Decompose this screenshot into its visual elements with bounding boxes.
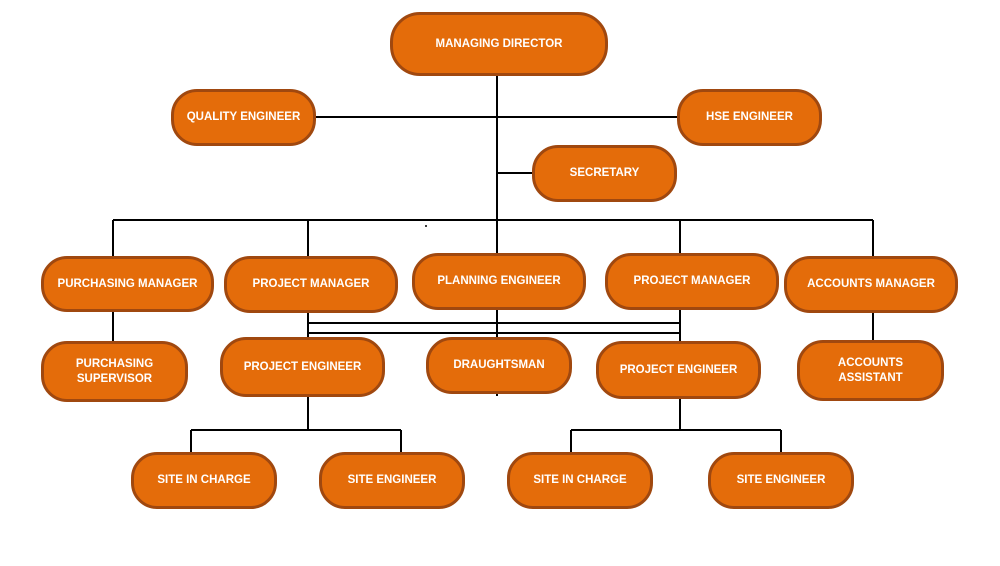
node-label: ACCOUNTS ASSISTANT <box>837 356 904 384</box>
node-accounts-manager: ACCOUNTS MANAGER <box>784 256 958 313</box>
node-project-manager-1: PROJECT MANAGER <box>224 256 398 313</box>
node-managing-director: MANAGING DIRECTOR <box>390 12 608 76</box>
node-quality-engineer: QUALITY ENGINEER <box>171 89 316 146</box>
node-label: DRAUGHTSMAN <box>453 359 545 371</box>
node-site-engineer-2: SITE ENGINEER <box>708 452 854 509</box>
node-label: PLANNING ENGINEER <box>437 275 561 287</box>
node-label: SITE IN CHARGE <box>157 474 251 486</box>
node-draughtsman: DRAUGHTSMAN <box>426 337 572 394</box>
node-label: MANAGING DIRECTOR <box>435 37 563 50</box>
node-label: HSE ENGINEER <box>706 111 793 123</box>
node-label: SITE ENGINEER <box>347 474 437 486</box>
node-planning-engineer: PLANNING ENGINEER <box>412 253 586 310</box>
node-label: PROJECT MANAGER <box>252 278 370 290</box>
node-project-engineer-1: PROJECT ENGINEER <box>220 337 385 397</box>
node-project-engineer-2: PROJECT ENGINEER <box>596 341 761 399</box>
node-project-manager-2: PROJECT MANAGER <box>605 253 779 310</box>
node-label: PURCHASING SUPERVISOR <box>75 357 154 385</box>
node-label: QUALITY ENGINEER <box>186 111 301 123</box>
node-secretary: SECRETARY <box>532 145 677 202</box>
node-label: SITE IN CHARGE <box>533 474 627 486</box>
node-label: ACCOUNTS MANAGER <box>807 278 935 290</box>
node-accounts-assistant: ACCOUNTS ASSISTANT <box>797 340 944 401</box>
node-site-engineer-1: SITE ENGINEER <box>319 452 465 509</box>
node-label: SECRETARY <box>569 167 640 179</box>
node-purchasing-supervisor: PURCHASING SUPERVISOR <box>41 341 188 402</box>
node-label: PURCHASING MANAGER <box>57 277 198 290</box>
stray-dot <box>425 225 427 227</box>
node-site-in-charge-2: SITE IN CHARGE <box>507 452 653 509</box>
node-label: PROJECT ENGINEER <box>619 363 738 376</box>
node-purchasing-manager: PURCHASING MANAGER <box>41 256 214 312</box>
node-label: PROJECT MANAGER <box>633 275 751 287</box>
node-label: SITE ENGINEER <box>736 474 826 486</box>
node-site-in-charge-1: SITE IN CHARGE <box>131 452 277 509</box>
node-label: PROJECT ENGINEER <box>243 360 362 373</box>
node-hse-engineer: HSE ENGINEER <box>677 89 822 146</box>
